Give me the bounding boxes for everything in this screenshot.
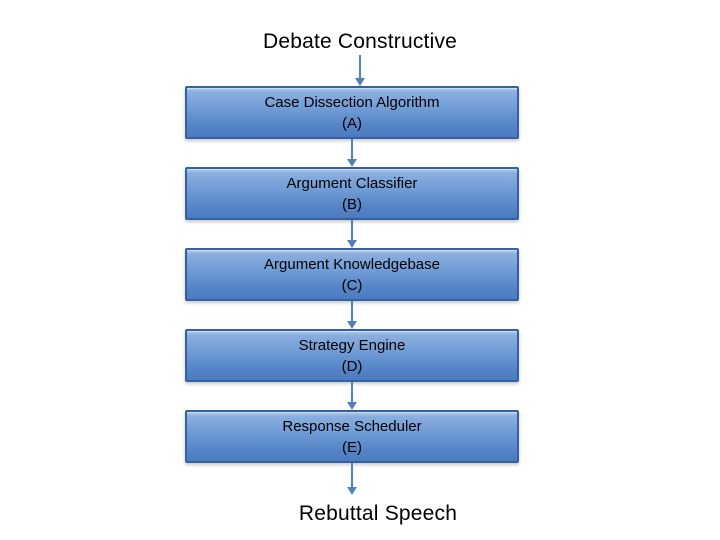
down-arrow-icon [347,220,357,248]
down-arrow-icon [347,382,357,410]
down-arrow-icon [347,301,357,329]
arrow-head-icon [355,78,365,86]
node-id: (B) [342,195,362,213]
node-id: (A) [342,114,362,132]
arrow-stem [359,55,361,78]
arrow-stem [351,382,353,402]
arrow-head-icon [347,487,357,495]
arrow-head-icon [347,321,357,329]
down-arrow-icon [347,463,357,495]
node-label: Strategy Engine [298,336,406,354]
arrow-stem [351,220,353,240]
arrow-head-icon [347,240,357,248]
node-id: (C) [341,276,363,294]
down-arrow-icon [355,55,365,86]
arrow-stem [351,463,353,487]
arrow-stem [351,139,353,159]
flow-end-label: Rebuttal Speech [298,502,458,525]
arrow-stem [351,301,353,321]
flow-node-response-scheduler: Response Scheduler (E) [185,410,519,463]
flow-node-strategy-engine: Strategy Engine (D) [185,329,519,382]
node-label: Response Scheduler [282,417,422,435]
node-id: (E) [342,438,362,456]
arrow-head-icon [347,402,357,410]
flow-node-argument-knowledgebase: Argument Knowledgebase (C) [185,248,519,301]
node-id: (D) [341,357,363,375]
node-label: Argument Knowledgebase [264,255,440,273]
down-arrow-icon [347,139,357,167]
flow-node-argument-classifier: Argument Classifier (B) [185,167,519,220]
arrow-head-icon [347,159,357,167]
node-label: Argument Classifier [286,174,418,192]
flow-start-label: Debate Constructive [262,30,458,53]
node-label: Case Dissection Algorithm [264,93,440,111]
flow-node-case-dissection-algorithm: Case Dissection Algorithm (A) [185,86,519,139]
